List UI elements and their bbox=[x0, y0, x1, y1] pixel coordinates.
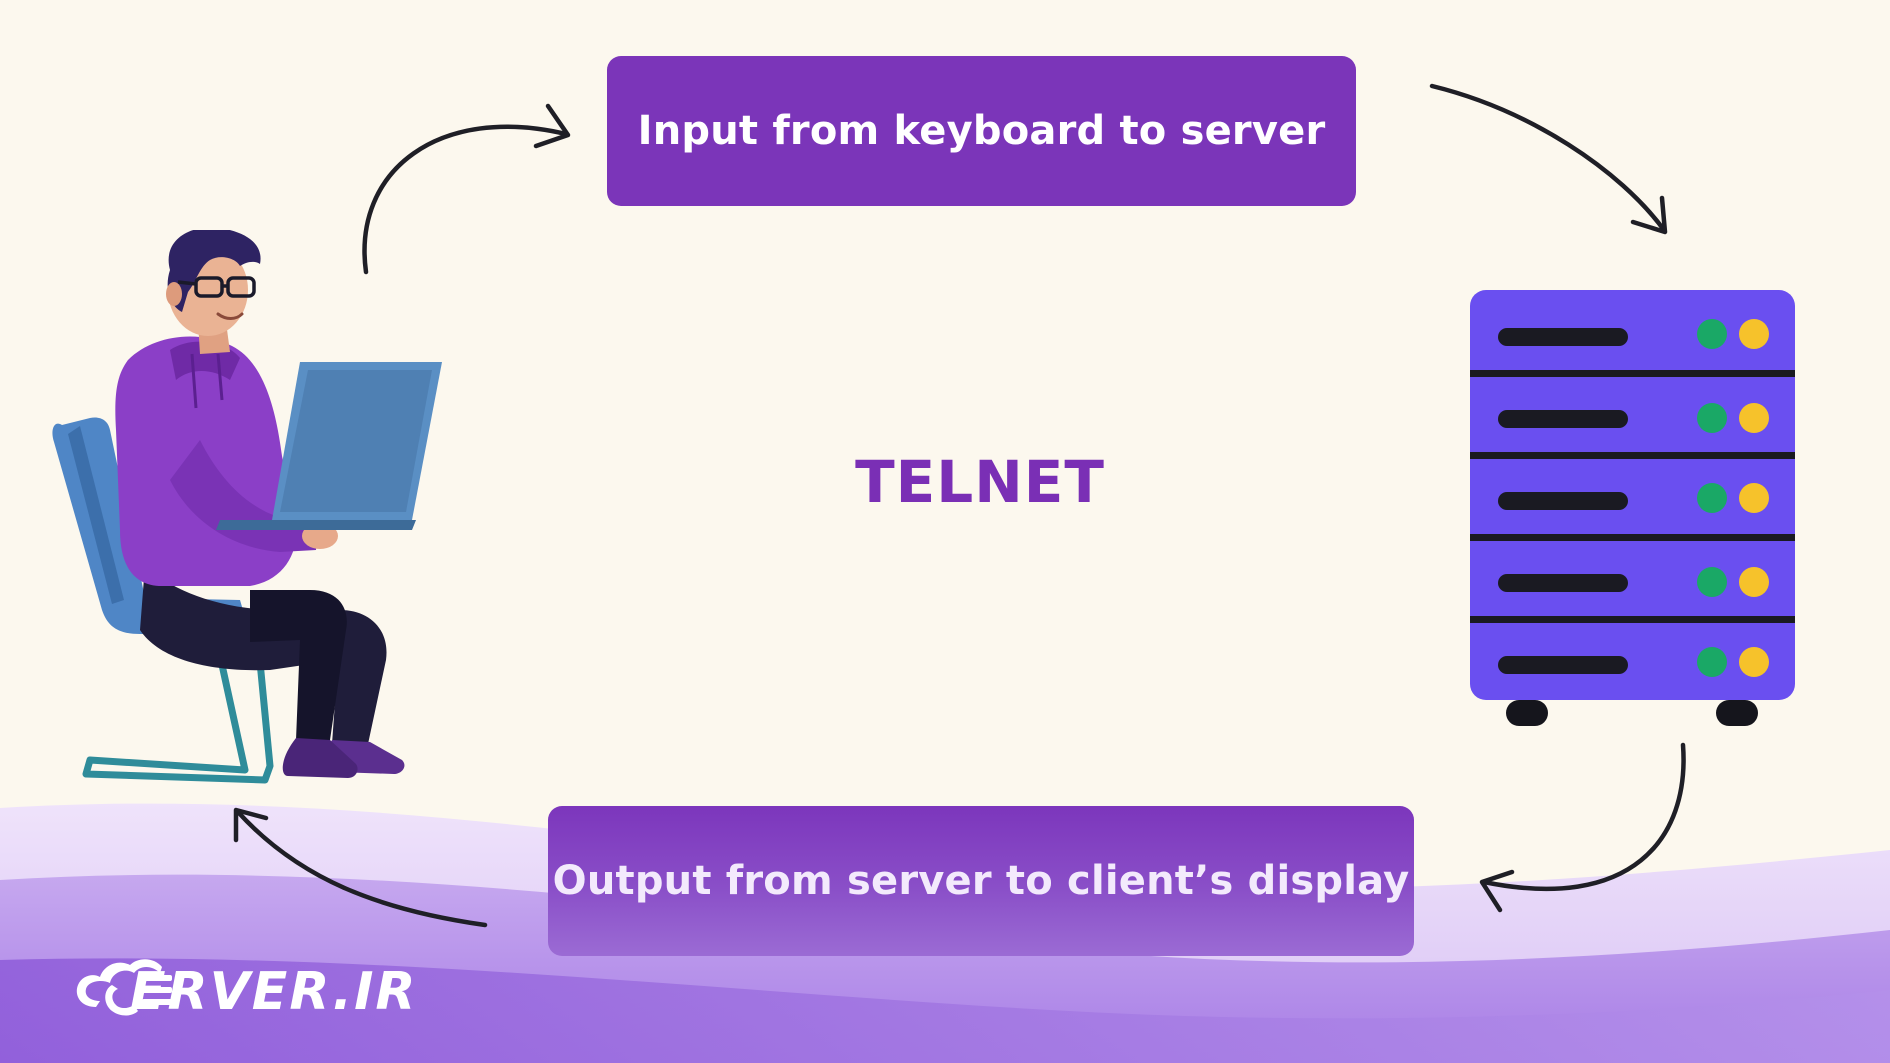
arrow-input-to-server bbox=[1429, 83, 1667, 233]
arrow-output-to-person bbox=[235, 809, 488, 928]
input-label: Input from keyboard to server bbox=[637, 108, 1326, 154]
input-box: Input from keyboard to server bbox=[607, 56, 1356, 206]
server-rack-icon bbox=[1470, 290, 1795, 726]
cloud-logo-icon bbox=[76, 959, 172, 1016]
arrow-person-to-input bbox=[362, 124, 569, 275]
diagram-title: TELNET bbox=[855, 448, 1105, 516]
arrow-server-to-output bbox=[1481, 742, 1686, 892]
output-box: Output from server to client’s display bbox=[548, 806, 1414, 956]
output-label: Output from server to client’s display bbox=[552, 858, 1410, 904]
user-at-laptop-illustration bbox=[52, 230, 442, 784]
brand-logo-text: ERVER.IR bbox=[130, 962, 418, 1022]
